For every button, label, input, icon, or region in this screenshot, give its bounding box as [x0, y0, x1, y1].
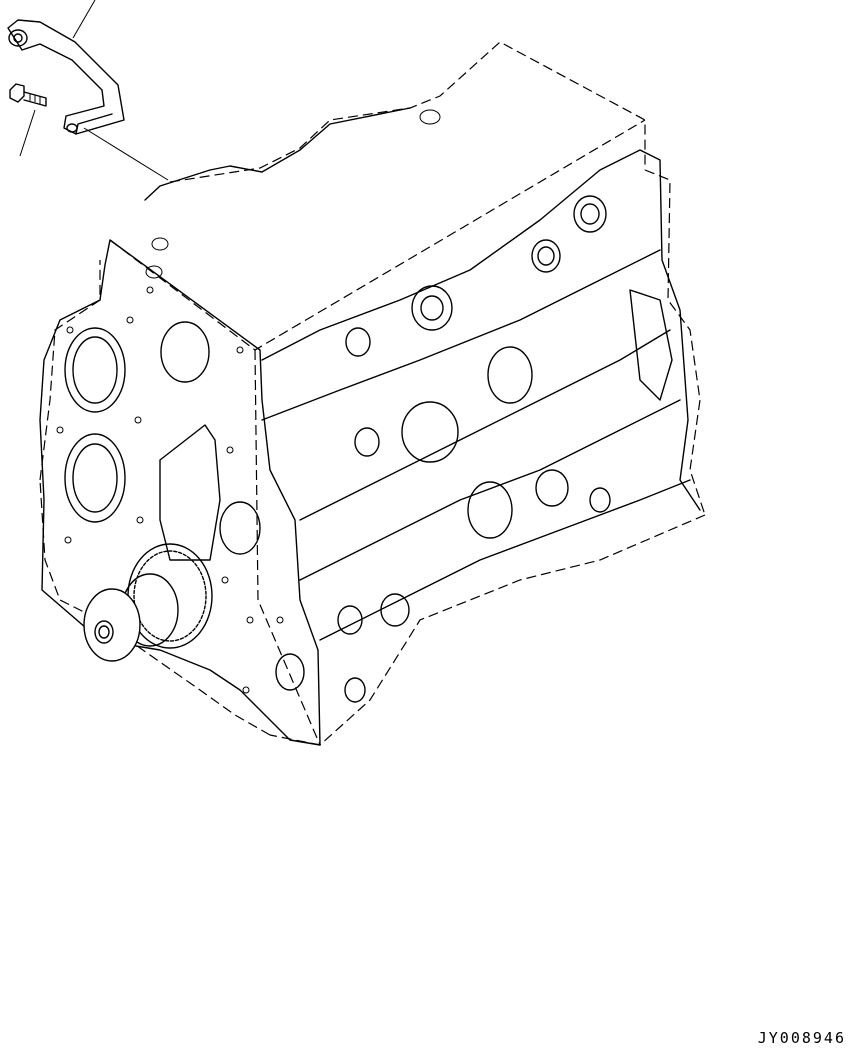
bracket-part: [7, 19, 125, 135]
top-edge-outline: [109, 119, 646, 351]
block-side: [261, 149, 701, 703]
bolt-part: [9, 83, 47, 107]
part-code-label: JY008946: [757, 1029, 846, 1047]
front-plate: [39, 107, 441, 746]
bolt-leader-line: [19, 109, 36, 157]
install-line: [83, 127, 169, 181]
front-corner-outline: [254, 349, 321, 746]
bracket-leader-line: [72, 0, 96, 39]
bolt-holes: [56, 286, 284, 694]
engine-block-outline: [39, 41, 706, 746]
idler-gear: [83, 543, 213, 662]
